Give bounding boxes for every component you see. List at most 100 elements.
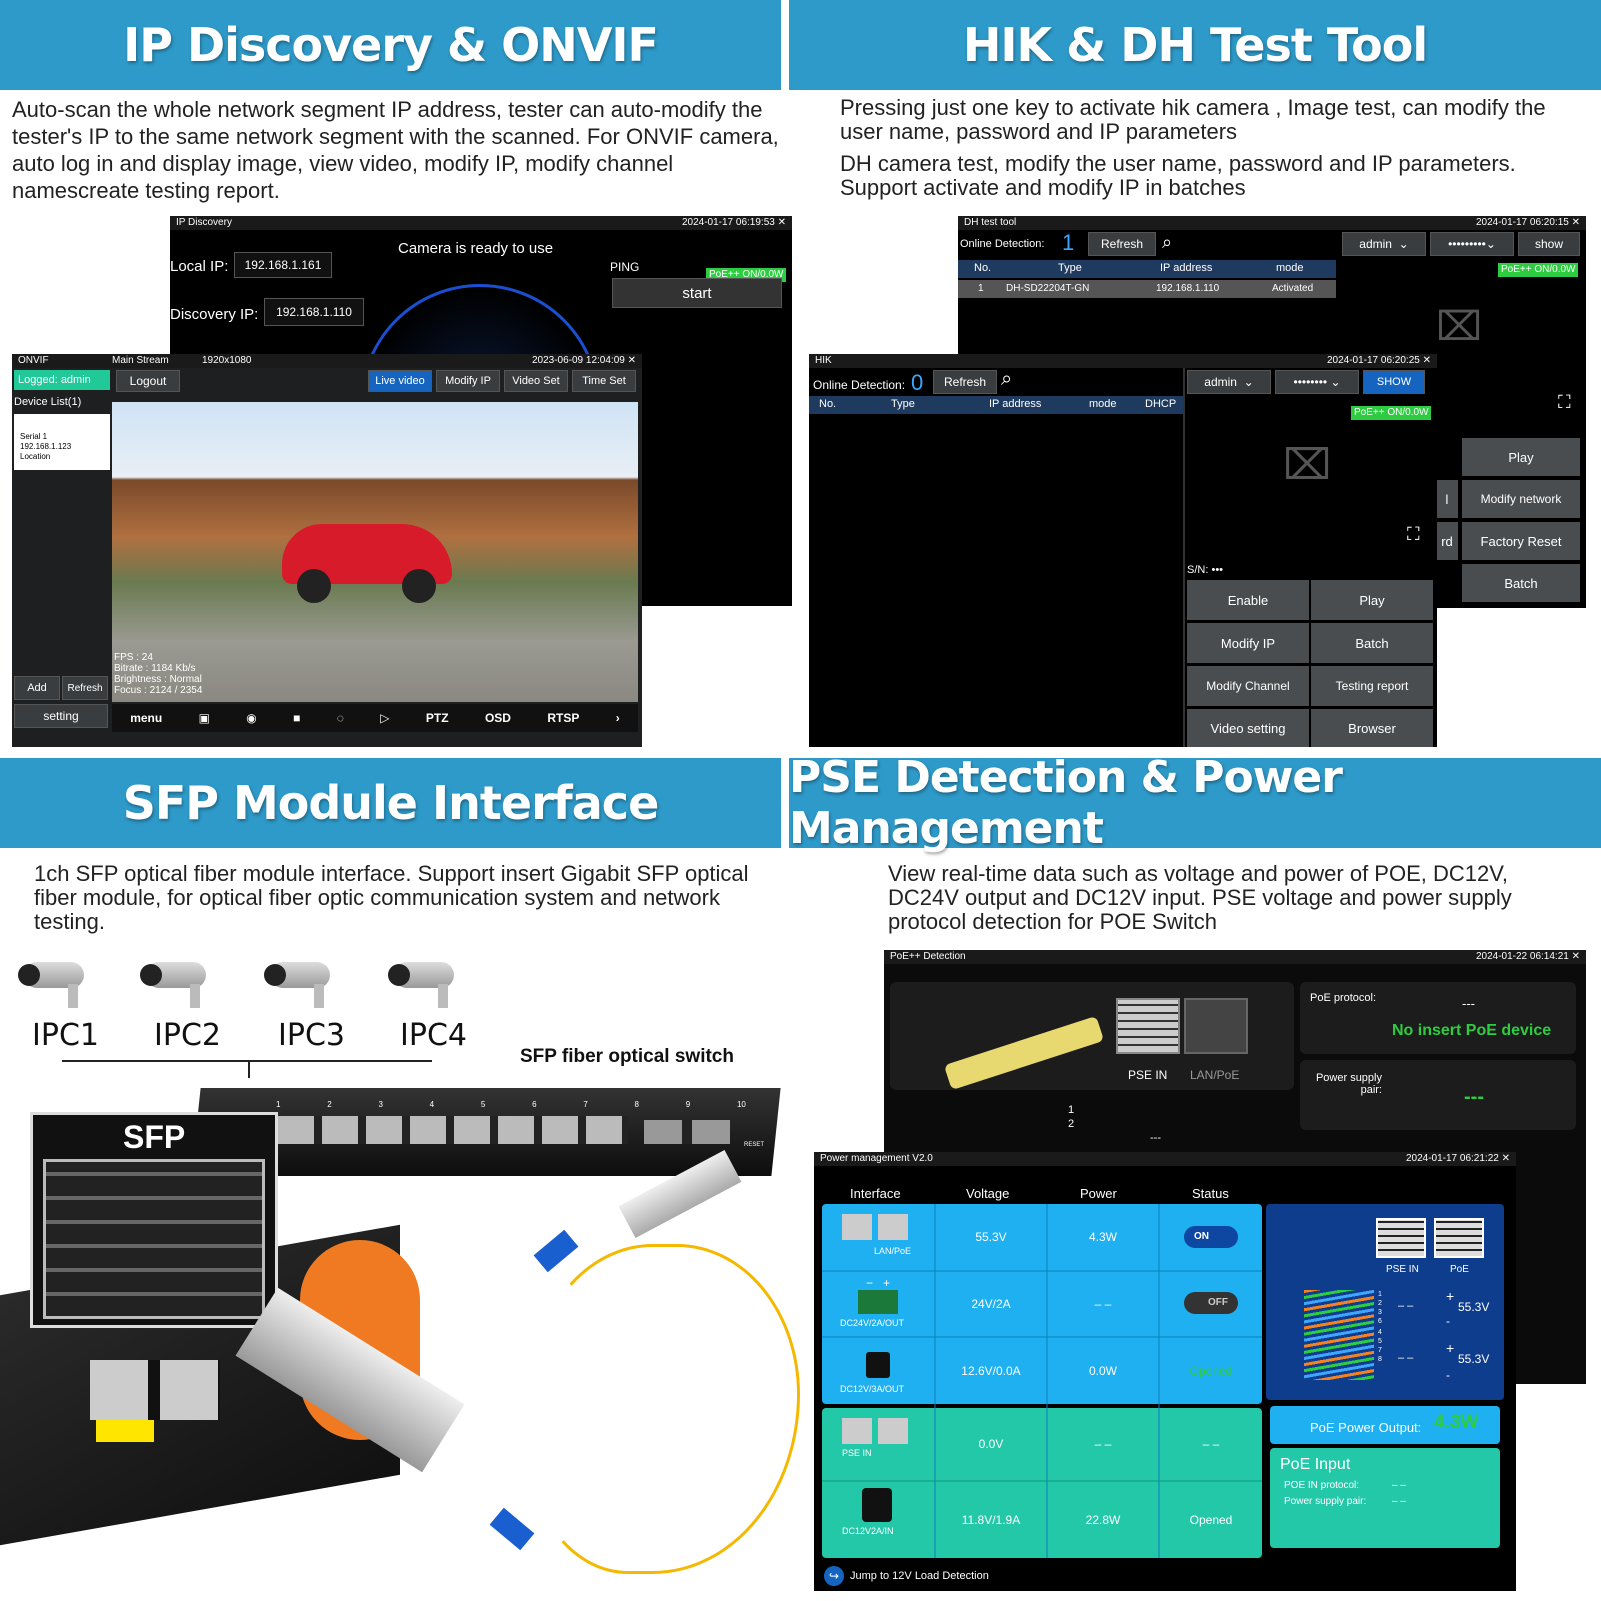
close-icon[interactable]: ✕	[1422, 355, 1431, 366]
device-list-item[interactable]: Serial 1 192.168.1.123 Location	[14, 414, 110, 470]
osd-brightness: Brightness : Normal	[114, 674, 202, 685]
screen-title: DH test tool	[964, 217, 1017, 228]
screen-title: PoE++ Detection	[890, 951, 966, 962]
section-title: HIK & DH Test Tool	[962, 18, 1428, 72]
close-icon[interactable]: ✕	[1571, 217, 1580, 228]
pair-panel	[1300, 1060, 1576, 1130]
sfp-label: SFP	[123, 1119, 186, 1155]
resolution-label: 1920x1080	[202, 355, 252, 366]
modify-ip-button[interactable]: Modify IP	[1187, 623, 1309, 663]
password-field[interactable]: •••••••••⌄	[1430, 232, 1514, 256]
search-icon[interactable]: ⌕	[1001, 368, 1013, 390]
poe-output-panel	[1270, 1406, 1500, 1444]
close-icon[interactable]: ✕	[627, 355, 636, 366]
camera-label: IPC1	[32, 1018, 99, 1053]
reset-label: RESET	[744, 1142, 765, 1148]
factory-reset-button[interactable]: Factory Reset	[1462, 522, 1580, 560]
row-voltage: 55.3V	[975, 1230, 1007, 1244]
play-icon[interactable]: ▷	[380, 711, 390, 725]
start-button[interactable]: start	[612, 278, 782, 308]
off-toggle[interactable]: OFF	[1184, 1292, 1238, 1314]
video-setting-button[interactable]: Video setting	[1187, 709, 1309, 747]
record-icon[interactable]: ■	[293, 711, 301, 725]
col-dhcp: DHCP	[1145, 398, 1177, 410]
divider	[934, 1204, 936, 1558]
modify-network-button[interactable]: Modify network	[1462, 480, 1580, 518]
camera-label: IPC4	[400, 1018, 467, 1053]
pin-1: 1	[1068, 1104, 1075, 1116]
status-time: 2024-01-17 06:20:25 ✕	[1326, 355, 1431, 366]
row-name: DC12V/3A/OUT	[840, 1384, 905, 1394]
poe-status-badge: PoE++ ON/0.0W	[1498, 263, 1579, 277]
image-icon[interactable]: ▣	[198, 711, 210, 725]
partial-button[interactable]: l	[1436, 480, 1458, 518]
video-osd: FPS : 24 Bitrate : 1184 Kb/s Brightness …	[114, 652, 202, 696]
chevron-right-icon[interactable]: ›	[615, 711, 620, 725]
refresh-button[interactable]: Refresh	[62, 676, 108, 700]
username-dropdown[interactable]: admin ⌄	[1342, 232, 1426, 256]
close-icon[interactable]: ✕	[1501, 1153, 1510, 1164]
status-time: 2023-06-09 12:04:09 ✕	[531, 355, 636, 366]
fullscreen-icon[interactable]: ⛶	[1558, 392, 1571, 412]
menu-button[interactable]: menu	[130, 711, 163, 725]
rtsp-button[interactable]: RTSP	[547, 711, 580, 725]
search-icon[interactable]: ⌕	[1162, 232, 1173, 252]
col-no: No.	[974, 262, 992, 274]
mute-icon[interactable]: ◌	[336, 711, 344, 725]
minus-sign: -	[1446, 1368, 1450, 1382]
ptz-button[interactable]: PTZ	[425, 711, 449, 725]
refresh-button[interactable]: Refresh	[933, 370, 997, 394]
close-icon[interactable]: ✕	[777, 217, 786, 228]
pair-label: Power supply pair:	[1315, 1072, 1382, 1096]
pse-in-label: PSE IN	[1386, 1264, 1419, 1275]
enable-button[interactable]: Enable	[1187, 580, 1309, 620]
refresh-button[interactable]: Refresh	[1088, 232, 1156, 256]
jump-link[interactable]: Jump to 12V Load Detection	[850, 1570, 989, 1582]
on-toggle[interactable]: ON	[1184, 1226, 1238, 1248]
show-button[interactable]: SHOW	[1363, 370, 1425, 394]
setting-button[interactable]: setting	[14, 704, 108, 728]
jump-arrow-icon[interactable]: ↪	[824, 1566, 844, 1586]
show-button[interactable]: show	[1518, 232, 1580, 256]
batch-button[interactable]: Batch	[1462, 564, 1580, 602]
add-button[interactable]: Add	[14, 676, 60, 700]
hik-dh-banner: HIK & DH Test Tool	[789, 0, 1601, 90]
table-row[interactable]: 1 DH-SD22204T-GN 192.168.1.110 Activated	[958, 280, 1336, 298]
osd-button[interactable]: OSD	[484, 711, 511, 725]
play-button[interactable]: Play	[1462, 438, 1580, 476]
batch-button[interactable]: Batch	[1311, 623, 1433, 663]
tab-live-video[interactable]: Live video	[368, 370, 432, 392]
username-dropdown[interactable]: admin ⌄	[1187, 370, 1271, 394]
browser-button[interactable]: Browser	[1311, 709, 1433, 747]
modify-channel-button[interactable]: Modify Channel	[1187, 666, 1309, 706]
camera-icon[interactable]: ◉	[246, 711, 257, 725]
tab-time-set[interactable]: Time Set	[572, 370, 636, 392]
col-type: Type	[1058, 262, 1082, 274]
tab-video-set[interactable]: Video Set	[504, 370, 568, 392]
screen-title: Power management V2.0	[820, 1153, 933, 1164]
tab-modify-ip[interactable]: Modify IP	[436, 370, 500, 392]
fiber-connector	[533, 1229, 579, 1273]
row-power: – –	[1094, 1297, 1112, 1311]
local-ip-field[interactable]: 192.168.1.161	[234, 252, 332, 278]
play-button[interactable]: Play	[1311, 580, 1433, 620]
bottom-toolbar: menu ▣ ◉ ■ ◌ ▷ PTZ OSD RTSP ›	[112, 704, 638, 732]
close-icon[interactable]: ✕	[1571, 951, 1580, 962]
col-ip: IP address	[1160, 262, 1213, 274]
discovery-ip-field[interactable]: 192.168.1.110	[264, 298, 364, 326]
lan-poe-port	[1184, 998, 1248, 1054]
desc-line: user name, password and IP parameters	[840, 119, 1238, 144]
device-ip: 192.168.1.123	[20, 442, 72, 451]
logout-button[interactable]: Logout	[116, 370, 180, 392]
table-header: No. Type IP address mode DHCP	[809, 396, 1183, 414]
poe-sticker	[96, 1420, 154, 1442]
fullscreen-icon[interactable]: ⛶	[1407, 524, 1420, 544]
partial-button[interactable]: rd	[1436, 522, 1458, 560]
poe-port	[1434, 1218, 1484, 1258]
testing-report-button[interactable]: Testing report	[1311, 666, 1433, 706]
cctv-camera-icon	[264, 954, 344, 1010]
password-field[interactable]: •••••••• ⌄	[1275, 370, 1359, 394]
